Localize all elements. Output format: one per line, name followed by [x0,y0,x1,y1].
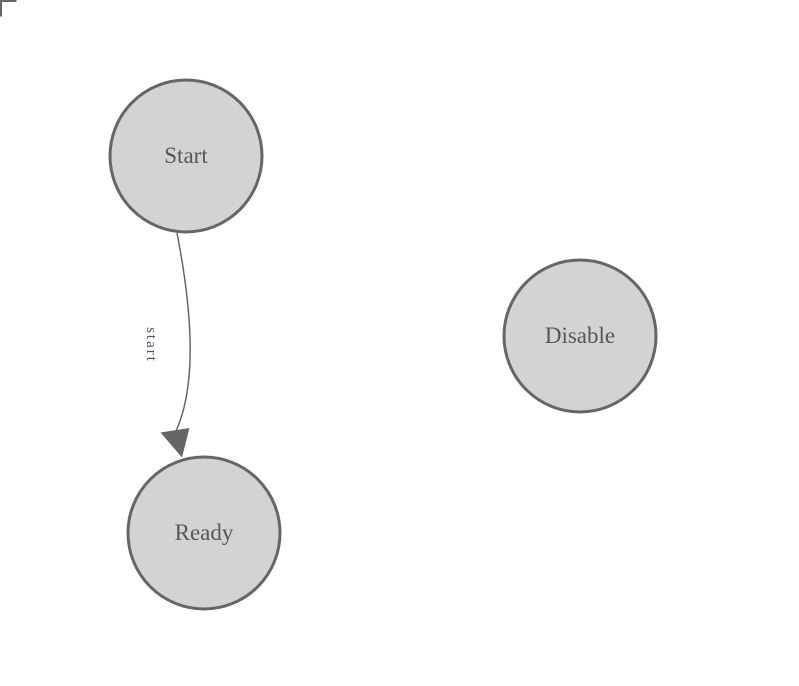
node-ready[interactable]: Ready [126,455,282,611]
edge-label-start: start [143,327,159,363]
node-disable[interactable]: Disable [502,258,658,414]
node-start-circle[interactable] [108,78,264,234]
canvas-origin-corner-mark [0,0,17,17]
node-disable-circle[interactable] [502,258,658,414]
node-disable-label: Disable [545,323,615,348]
node-ready-circle[interactable] [126,455,282,611]
node-start[interactable]: Start [108,78,264,234]
arrowhead-icon [160,428,190,458]
node-ready-label: Ready [175,520,234,545]
edge-line[interactable] [175,232,191,432]
node-start-label: Start [164,143,208,168]
edge-start-to-ready[interactable]: start [143,232,191,458]
